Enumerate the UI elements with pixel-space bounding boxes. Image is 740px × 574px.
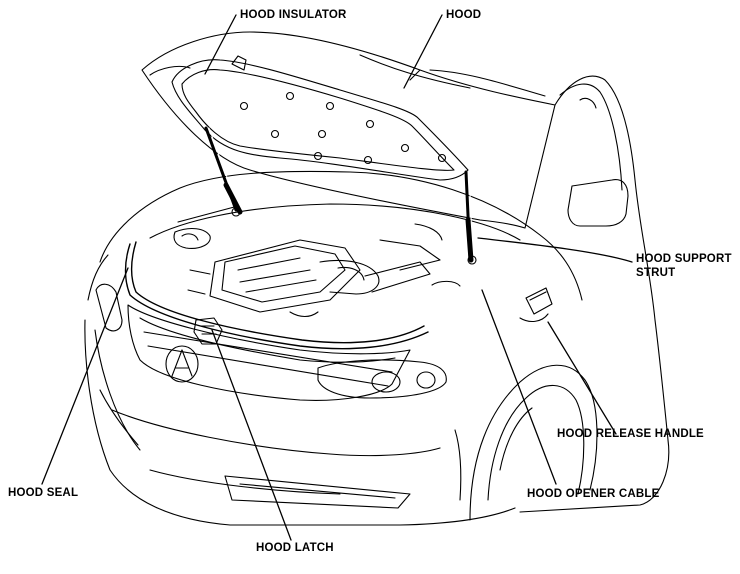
hood-release-handle-part	[519, 287, 553, 323]
label-hood: HOOD	[446, 9, 482, 21]
leader-hood-insulator	[204, 14, 237, 75]
leader-hood	[403, 14, 443, 89]
hood-support-struts	[204, 126, 477, 265]
label-hood-support-strut-line1: HOOD SUPPORT	[636, 253, 732, 265]
hood-panel	[141, 31, 556, 229]
engine-compartment	[149, 203, 521, 318]
hood-seal-strip	[124, 241, 429, 350]
label-hood-release-handle: HOOD RELEASE HANDLE	[557, 428, 704, 440]
leader-lines	[41, 14, 633, 541]
hood-insulator-pad	[171, 55, 469, 181]
leader-hood-release-handle	[547, 321, 617, 435]
car-body	[84, 69, 670, 526]
label-hood-support-strut-line2: STRUT	[636, 267, 676, 279]
label-hood-opener-cable: HOOD OPENER CABLE	[527, 488, 660, 500]
leader-hood-support-strut	[477, 237, 633, 263]
leader-hood-seal	[41, 267, 129, 485]
label-hood-insulator: HOOD INSULATOR	[240, 9, 347, 21]
leader-hood-opener-cable	[481, 289, 557, 485]
label-hood-support-strut: HOOD SUPPORT STRUT	[636, 252, 732, 280]
leader-hood-latch	[211, 329, 292, 541]
label-hood-latch: HOOD LATCH	[256, 542, 334, 554]
label-hood-seal: HOOD SEAL	[8, 487, 79, 499]
